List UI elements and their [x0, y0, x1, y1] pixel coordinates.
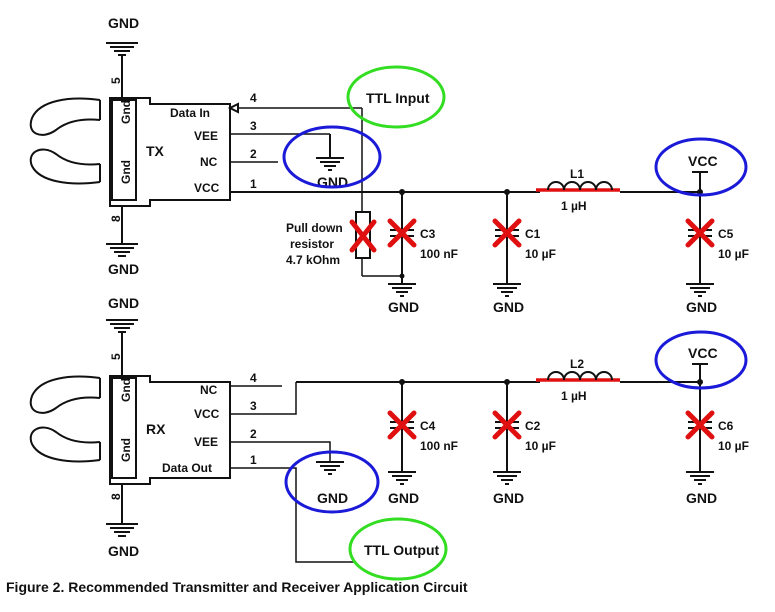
gnd-label-c2: GND: [493, 490, 524, 506]
rx-gnd-pin-label-bottom: Gnd: [119, 438, 133, 462]
gnd-highlight-tx: [282, 125, 382, 189]
c4-value: 100 nF: [420, 439, 458, 453]
c2-value: 10 µF: [525, 439, 556, 453]
pulldown-resistor: [355, 211, 371, 259]
rx-pin-label-data-out: Data Out: [162, 461, 212, 475]
tx-data-in-arrow-icon: [227, 102, 239, 114]
c3-strike-icon: [387, 218, 417, 248]
inductor-l1: [536, 181, 620, 196]
rx-case-pin-5: 5: [109, 353, 123, 360]
rx-pin3-wire: [230, 382, 297, 415]
gnd-label-tx-top: GND: [108, 15, 139, 31]
c3-ref: C3: [420, 227, 436, 241]
rx-pin-number-4: 4: [250, 371, 257, 385]
tx-gnd-block: [111, 99, 137, 201]
inductor-l2: [536, 371, 620, 386]
pulldown-label-2: resistor: [290, 237, 334, 251]
tx-case-pin-8: 8: [109, 215, 123, 222]
ttl-output-label: TTL Output: [364, 542, 439, 558]
gnd-highlight-rx: [284, 450, 380, 514]
c1-value: 10 µF: [525, 247, 556, 261]
pulldown-strike-icon: [349, 219, 377, 253]
tx-case-pin-5: 5: [109, 77, 123, 84]
c6-ref: C6: [718, 419, 734, 433]
tx-gnd-pin-label-bottom: Gnd: [119, 160, 133, 184]
ttl-input-label: TTL Input: [366, 90, 430, 106]
gnd-label-c4: GND: [388, 490, 419, 506]
rx-gnd-block: [111, 377, 137, 479]
vcc-label-rx: VCC: [688, 345, 718, 361]
rx-pin-number-1: 1: [250, 453, 257, 467]
ttl-input-highlight: [346, 65, 446, 129]
c2-ref: C2: [525, 419, 541, 433]
rx-section: GND 5 Gnd Gnd RX NC VCC VEE Data Out 4 3…: [29, 295, 749, 581]
vcc-highlight-rx: [654, 330, 748, 390]
c6-strike-icon: [685, 410, 715, 440]
l2-ref: L2: [570, 357, 584, 371]
rx-case-pin-8: 8: [109, 493, 123, 500]
tx-pin-label-vcc: VCC: [194, 181, 220, 195]
vcc-highlight-tx: [654, 137, 748, 197]
capacitor-c4: [388, 379, 416, 485]
rx-module-body: [109, 375, 231, 485]
gnd-symbol-tx-bottom: [106, 243, 138, 257]
c4-strike-icon: [387, 410, 417, 440]
c5-ref: C5: [718, 227, 734, 241]
tx-gnd-pin-label-top: Gnd: [119, 100, 133, 124]
tx-pin-number-3: 3: [250, 119, 257, 133]
rx-pin-number-3: 3: [250, 399, 257, 413]
rx-pin-label-vcc: VCC: [194, 407, 220, 421]
c5-value: 10 µF: [718, 247, 749, 261]
gnd-label-rx-top: GND: [108, 295, 139, 311]
gnd-symbol-rx-top: [106, 319, 138, 378]
rx-pin-label-nc: NC: [200, 383, 218, 397]
ttl-output-highlight: [348, 517, 448, 581]
gnd-symbol-rx-bottom: [106, 523, 138, 537]
rx-module-name: RX: [146, 421, 166, 437]
rx-pin2-wire: [230, 441, 331, 462]
c3-value: 100 nF: [420, 247, 458, 261]
pulldown-label-3: 4.7 kOhm: [286, 253, 340, 267]
c4-ref: C4: [420, 419, 436, 433]
c6-value: 10 µF: [718, 439, 749, 453]
tx-pin-label-data-in: Data In: [170, 106, 210, 120]
gnd-label-tx-bottom: GND: [108, 261, 139, 277]
tx-pin-label-nc: NC: [200, 155, 218, 169]
c1-strike-icon: [492, 218, 522, 248]
l1-value: 1 µH: [561, 199, 587, 213]
l1-ref: L1: [570, 167, 584, 181]
tx-pin-number-4: 4: [250, 91, 257, 105]
rx-fiber-connector: [29, 375, 101, 463]
gnd-symbol-rx-vee: [316, 461, 344, 475]
c5-strike-icon: [685, 218, 715, 248]
vcc-label-tx: VCC: [688, 153, 718, 169]
rx-pin-label-vee: VEE: [194, 435, 218, 449]
gnd-label-rx-bottom: GND: [108, 543, 139, 559]
tx-pin-number-2: 2: [250, 147, 257, 161]
rx-pin-number-2: 2: [250, 427, 257, 441]
gnd-label-rx-vee: GND: [317, 490, 348, 506]
c1-ref: C1: [525, 227, 541, 241]
tx-pin-number-1: 1: [250, 177, 257, 191]
l2-value: 1 µH: [561, 389, 587, 403]
gnd-label-c1: GND: [493, 299, 524, 315]
gnd-label-c3: GND: [388, 299, 419, 315]
gnd-label-c6: GND: [686, 490, 717, 506]
tx-pin-label-vee: VEE: [194, 129, 218, 143]
gnd-label-c5: GND: [686, 299, 717, 315]
c2-strike-icon: [492, 410, 522, 440]
tx-fiber-connector: [29, 97, 101, 185]
rx-gnd-pin-label-top: Gnd: [119, 378, 133, 402]
gnd-symbol-tx-vee: [316, 134, 344, 171]
tx-module-body: [109, 97, 231, 207]
gnd-symbol-tx-top: [106, 42, 138, 100]
rx-pin1-wire: [230, 467, 356, 563]
tx-module-name: TX: [146, 143, 165, 159]
tx-section: GND 5 Gnd Gnd TX Data In VEE NC VCC 4: [29, 15, 749, 315]
pulldown-label-1: Pull down: [286, 221, 343, 235]
figure-caption: Figure 2. Recommended Transmitter and Re…: [6, 579, 468, 595]
